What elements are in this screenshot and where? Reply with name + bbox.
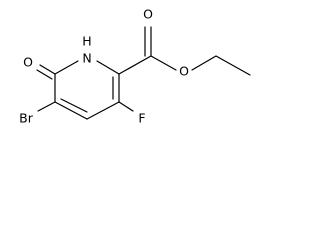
bond-cester-oalkyl [150,55,177,71]
atom-ester-o: O [179,64,189,79]
bond-c6-o-double [36,69,53,80]
bond-c3-c4 [86,101,120,120]
molecule-drawing: O N H O O Br F [19,7,251,126]
bond-c4-c5-inner [60,98,88,113]
bond-c6-n1 [54,60,79,75]
atom-carbonyl-o: O [23,55,33,70]
atom-ring-n-h: H [82,34,91,49]
atom-ester-carbonyl-o: O [143,7,153,22]
bond-oalkyl-ch2 [191,55,217,71]
atom-fluorine: F [138,111,145,126]
bond-c4-c5 [54,101,88,120]
bond-n1-c2 [96,60,120,75]
bond-c6-o [39,64,56,75]
bond-c2-cester [118,55,152,75]
bond-c3-f [118,101,134,112]
structure-canvas: O N H O O Br F [0,0,260,137]
bond-ch2-ch3 [215,55,251,76]
atom-ring-n: N [82,51,91,66]
atom-bromine: Br [19,111,34,126]
bond-c5-br [37,101,56,112]
